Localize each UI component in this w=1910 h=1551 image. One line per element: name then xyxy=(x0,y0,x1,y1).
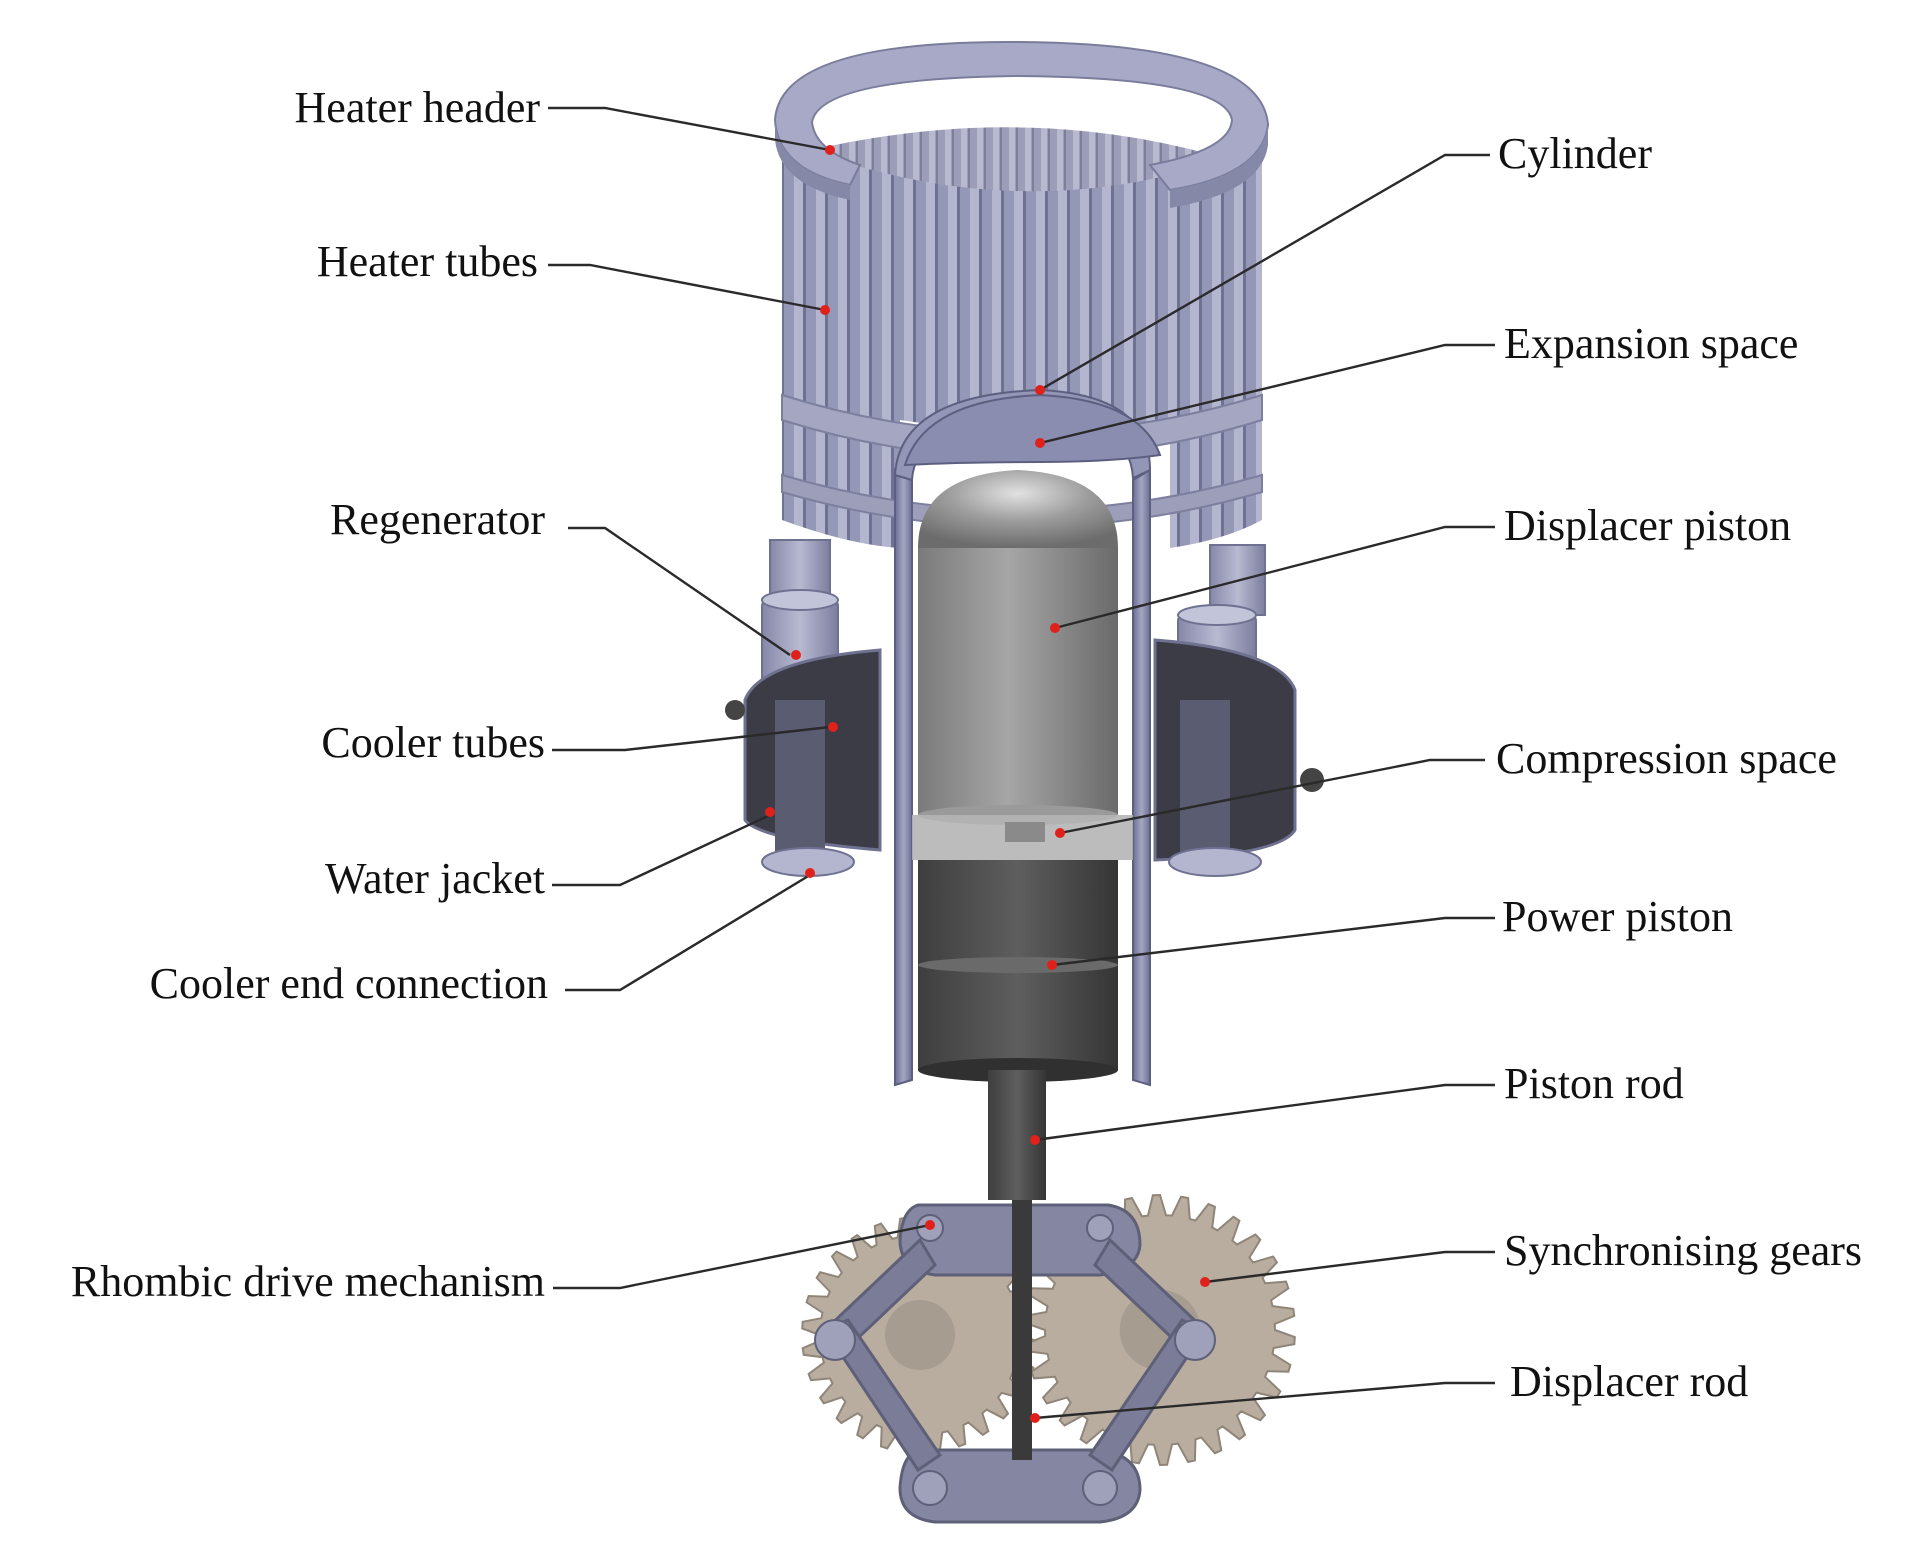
rhombic-drive-mechanism xyxy=(814,1203,1216,1524)
marker-piston-rod xyxy=(1030,1135,1040,1145)
marker-expansion-space xyxy=(1035,438,1045,448)
marker-water-jacket xyxy=(765,807,775,817)
gear-left-hub xyxy=(885,1300,955,1370)
label-regenerator: Regenerator xyxy=(330,495,545,544)
marker-compression-space xyxy=(1055,828,1065,838)
marker-synchronising-gears xyxy=(1200,1277,1210,1287)
leader-lines xyxy=(548,106,1495,1420)
marker-displacer-piston xyxy=(1050,623,1060,633)
marker-cooler-end-connection xyxy=(805,868,815,878)
marker-cylinder xyxy=(1035,385,1045,395)
marker-power-piston xyxy=(1047,960,1057,970)
compression-space-stem xyxy=(1005,822,1045,842)
water-jacket-left xyxy=(725,648,882,877)
label-heater-tubes: Heater tubes xyxy=(317,237,538,286)
label-cooler-end-connection: Cooler end connection xyxy=(150,959,548,1008)
heater-header-ring xyxy=(773,40,1270,208)
marker-displacer-rod xyxy=(1030,1413,1040,1423)
expansion-space xyxy=(903,393,1162,467)
heater-tubes-front xyxy=(782,140,1262,548)
label-water-jacket: Water jacket xyxy=(325,854,545,903)
label-cylinder: Cylinder xyxy=(1498,129,1652,178)
power-piston xyxy=(918,860,1118,1082)
marker-cooler-tubes xyxy=(828,722,838,732)
part-markers xyxy=(765,145,1210,1423)
displacer-rod xyxy=(1012,1200,1032,1460)
label-displacer-rod: Displacer rod xyxy=(1510,1357,1748,1406)
labels-left: Heater header Heater tubes Regenerator C… xyxy=(71,83,548,1306)
marker-regenerator xyxy=(791,650,801,660)
label-synchronising-gears: Synchronising gears xyxy=(1504,1226,1862,1275)
label-heater-header: Heater header xyxy=(295,83,541,132)
cylinder-assembly xyxy=(893,388,1162,1200)
heater-assembly xyxy=(725,40,1324,877)
label-cooler-tubes: Cooler tubes xyxy=(321,718,545,767)
label-rhombic-drive-mechanism: Rhombic drive mechanism xyxy=(71,1257,545,1306)
label-piston-rod: Piston rod xyxy=(1504,1059,1684,1108)
drive-assembly xyxy=(801,1193,1296,1524)
label-power-piston: Power piston xyxy=(1502,892,1733,941)
label-compression-space: Compression space xyxy=(1496,734,1837,783)
marker-heater-tubes xyxy=(820,305,830,315)
marker-heater-header xyxy=(825,145,835,155)
cylinder-wall-left xyxy=(894,468,913,1087)
label-displacer-piston: Displacer piston xyxy=(1504,501,1791,550)
piston-rod xyxy=(988,1070,1046,1200)
marker-rhombic-drive xyxy=(925,1220,935,1230)
cylinder-wall-right xyxy=(1132,468,1151,1087)
labels-right: Cylinder Expansion space Displacer pisto… xyxy=(1496,129,1862,1406)
displacer-piston xyxy=(918,470,1118,825)
water-jacket-right xyxy=(1153,638,1324,877)
label-expansion-space: Expansion space xyxy=(1504,319,1798,368)
